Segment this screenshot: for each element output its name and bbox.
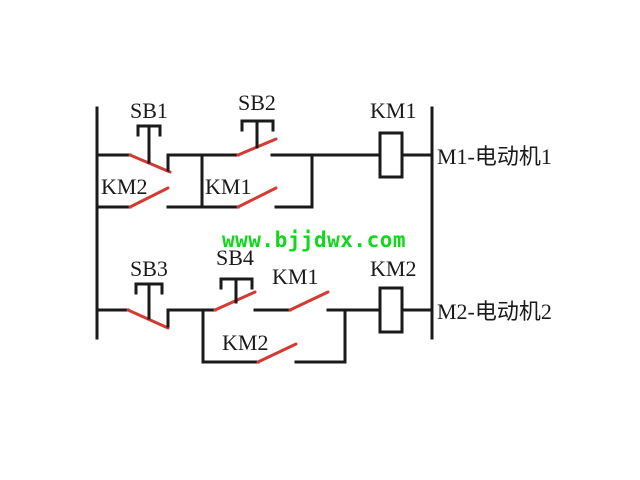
sb2-label: SB2 — [238, 90, 276, 115]
km2-holding-contact-blade — [256, 342, 298, 364]
km1-coil-label: KM1 — [370, 98, 416, 123]
km1-interlock-label: KM1 — [272, 264, 318, 289]
km1-interlock-contact-blade — [288, 290, 330, 312]
km2-contact-blade — [128, 186, 170, 209]
sb1-pushbutton — [128, 124, 172, 174]
km2-contact-label: KM2 — [101, 174, 147, 199]
km1-coil — [378, 131, 404, 179]
km2-holding-label: KM2 — [222, 330, 268, 355]
km1-contact-blade — [236, 186, 278, 209]
sb4-pushbutton — [213, 277, 257, 312]
sb1-label: SB1 — [130, 98, 168, 123]
m2-motor-label: M2-电动机2 — [437, 299, 552, 324]
km2-coil-label: KM2 — [370, 256, 416, 281]
rung-2: SB3 SB4 KM1 KM2 KM2 M2-电动机2 — [95, 245, 552, 364]
watermark-text: www.bjjdwx.com — [222, 228, 406, 252]
km2-coil — [378, 286, 404, 334]
rung-1: SB1 SB2 KM2 KM1 KM1 M1-电动机1 — [95, 90, 552, 209]
sb4-label: SB4 — [216, 245, 254, 270]
m1-motor-label: M1-电动机1 — [437, 144, 552, 169]
sb3-label: SB3 — [130, 256, 168, 281]
sb2-pushbutton — [236, 119, 278, 157]
km1-contact-label: KM1 — [205, 174, 251, 199]
sb3-pushbutton — [126, 282, 170, 330]
